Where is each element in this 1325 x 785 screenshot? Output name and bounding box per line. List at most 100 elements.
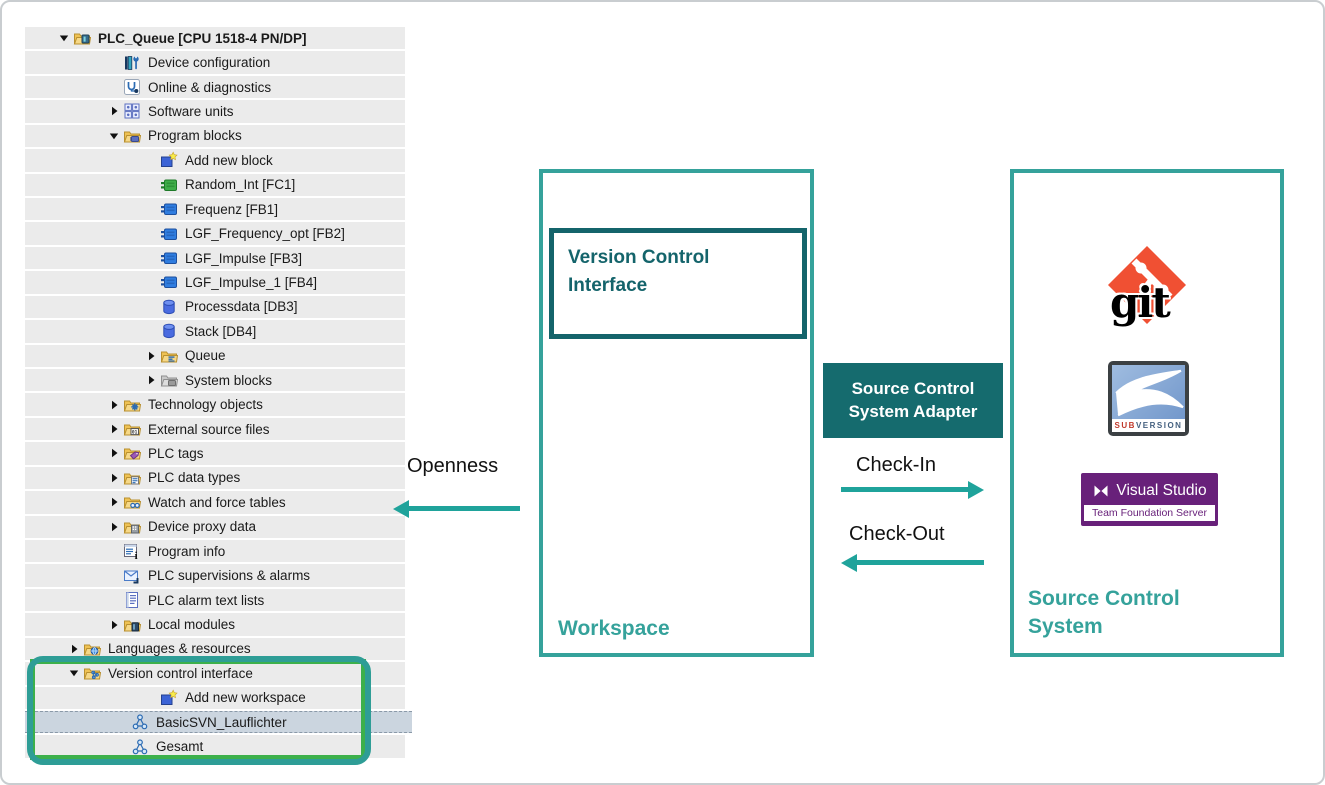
- collapse-arrow-icon[interactable]: [55, 32, 73, 44]
- tree-row-device-proxy-data[interactable]: Device proxy data: [25, 515, 405, 538]
- expand-arrow-icon[interactable]: [142, 350, 160, 362]
- queue-folder-icon: [160, 347, 179, 365]
- tree-row-add-new-block[interactable]: Add new block: [25, 149, 405, 172]
- plc-supervisions-icon: [123, 567, 142, 585]
- expander-spacer: [142, 276, 160, 288]
- plc-data-types-folder-icon: [123, 469, 142, 487]
- expander-spacer: [142, 252, 160, 264]
- expand-arrow-icon[interactable]: [105, 105, 123, 117]
- tree-row-software-units[interactable]: Software units: [25, 100, 405, 123]
- source-control-system-label: Source Control System: [1028, 587, 1180, 639]
- program-info-icon: i: [123, 542, 142, 560]
- tree-row-plc-data-types[interactable]: PLC data types: [25, 466, 405, 490]
- openness-arrow: [393, 499, 520, 518]
- check-in-label: Check-In: [856, 454, 937, 476]
- tree-row-device-configuration[interactable]: Device configuration: [25, 51, 405, 74]
- tree-row-random-int-fc1[interactable]: Random_Int [FC1]: [25, 173, 405, 196]
- expand-arrow-icon[interactable]: [105, 496, 123, 508]
- tree-row-basicsvn-lauflichter[interactable]: BasicSVN_Lauflichter: [25, 711, 412, 734]
- expander-spacer: [105, 57, 123, 69]
- tree-row-queue[interactable]: Queue: [25, 344, 405, 367]
- fb-block-icon: [160, 225, 179, 243]
- software-units-icon: [123, 102, 142, 120]
- tree-row-system-blocks[interactable]: System blocks: [25, 369, 405, 392]
- watch-tables-folder-icon: [123, 493, 142, 511]
- expander-spacer: [142, 325, 160, 337]
- workspace-icon: [131, 713, 150, 731]
- db-block-icon: [160, 298, 179, 316]
- tree-row-watch-and-force-tables[interactable]: Watch and force tables: [25, 491, 405, 514]
- online-diagnostics-icon: [123, 78, 142, 96]
- expander-spacer: [105, 545, 123, 557]
- highlight-box-teal: [27, 656, 371, 765]
- expand-arrow-icon[interactable]: [105, 521, 123, 533]
- expander-spacer: [142, 203, 160, 215]
- visual-studio-icon: [1094, 485, 1108, 496]
- tree-row-version-control-interface[interactable]: Version control interface: [25, 662, 405, 685]
- tree-row-stack-db4[interactable]: Stack [DB4]: [25, 320, 405, 343]
- languages-folder-icon: [83, 640, 102, 658]
- version-control-folder-icon: [83, 664, 102, 682]
- workspace-icon: [131, 738, 150, 756]
- collapse-arrow-icon[interactable]: [105, 130, 123, 142]
- expander-spacer: [142, 301, 160, 313]
- git-wordmark: git: [1110, 278, 1171, 327]
- tree-row-lgf-impulse-fb3[interactable]: LGF_Impulse [FB3]: [25, 246, 405, 270]
- fb-block-icon: [160, 200, 179, 218]
- expand-arrow-icon[interactable]: [105, 399, 123, 411]
- git-logo: git: [1100, 240, 1195, 335]
- subversion-s-icon: [1115, 369, 1184, 417]
- visual-studio-title: Visual Studio: [1116, 481, 1207, 499]
- expander-spacer: [142, 179, 160, 191]
- expand-arrow-icon[interactable]: [105, 447, 123, 459]
- device-proxy-folder-icon: [123, 518, 142, 536]
- expand-arrow-icon[interactable]: [105, 472, 123, 484]
- expand-arrow-icon[interactable]: [105, 619, 123, 631]
- technology-objects-folder-icon: [123, 396, 142, 414]
- tree-row-plc-alarm-text-lists[interactable]: PLC alarm text lists: [25, 588, 405, 612]
- tree-row-processdata-db3[interactable]: Processdata [DB3]: [25, 295, 405, 319]
- device-config-icon: [123, 54, 142, 72]
- expander-spacer: [105, 594, 123, 606]
- system-blocks-folder-icon: [160, 371, 179, 389]
- tree-row-plc-supervisions-alarms[interactable]: PLC supervisions & alarms: [25, 564, 405, 587]
- program-blocks-folder-icon: [123, 127, 142, 145]
- check-out-label: Check-Out: [849, 523, 945, 545]
- expand-arrow-icon[interactable]: [65, 643, 83, 655]
- visual-studio-tfs-logo: Visual Studio Team Foundation Server: [1081, 473, 1218, 526]
- tree-row-online-diagnostics[interactable]: Online & diagnostics: [25, 75, 405, 99]
- check-out-arrow: [841, 553, 984, 572]
- tree-row-lgf-impulse-1-fb4[interactable]: LGF_Impulse_1 [FB4]: [25, 271, 405, 294]
- fc-block-icon: [160, 176, 179, 194]
- tree-row-technology-objects[interactable]: Technology objects: [25, 393, 405, 416]
- expand-arrow-icon[interactable]: [105, 423, 123, 435]
- tree-row-gesamt[interactable]: Gesamt: [25, 735, 405, 758]
- openness-label: Openness: [407, 455, 499, 477]
- tree-row-plc-tags[interactable]: PLC tags: [25, 442, 405, 465]
- fb-block-icon: [160, 249, 179, 267]
- fb-block-icon: [160, 273, 179, 291]
- source-control-system-adapter-box: Source Control System Adapter: [823, 363, 1003, 438]
- tree-row-local-modules[interactable]: Local modules: [25, 613, 405, 636]
- tree-row-plc-queue-cpu-1518-4-pn-dp[interactable]: PLC_Queue [CPU 1518-4 PN/DP]: [25, 27, 405, 50]
- db-block-icon: [160, 322, 179, 340]
- tree-row-program-info[interactable]: i Program info: [25, 540, 405, 563]
- local-modules-folder-icon: [123, 616, 142, 634]
- expand-arrow-icon[interactable]: [142, 374, 160, 386]
- alarm-text-lists-icon: [123, 591, 142, 609]
- collapse-arrow-icon[interactable]: [65, 667, 83, 679]
- tree-row-lgf-frequency-opt-fb2[interactable]: LGF_Frequency_opt [FB2]: [25, 222, 405, 245]
- tree-row-frequenz-fb1[interactable]: Frequenz [FB1]: [25, 198, 405, 221]
- expander-spacer: [142, 228, 160, 240]
- add-new-icon: [160, 151, 179, 169]
- tree-row-languages-resources[interactable]: Languages & resources: [25, 637, 405, 661]
- tree-row-program-blocks[interactable]: Program blocks: [25, 124, 405, 148]
- plc-tags-folder-icon: [123, 444, 142, 462]
- tree-row-external-source-files[interactable]: 01 External source files: [25, 417, 405, 441]
- expander-spacer: [105, 81, 123, 93]
- expander-spacer: [105, 570, 123, 582]
- tree-row-add-new-workspace[interactable]: Add new workspace: [25, 686, 405, 709]
- add-new-icon: [160, 689, 179, 707]
- workspace-label: Workspace: [558, 617, 670, 640]
